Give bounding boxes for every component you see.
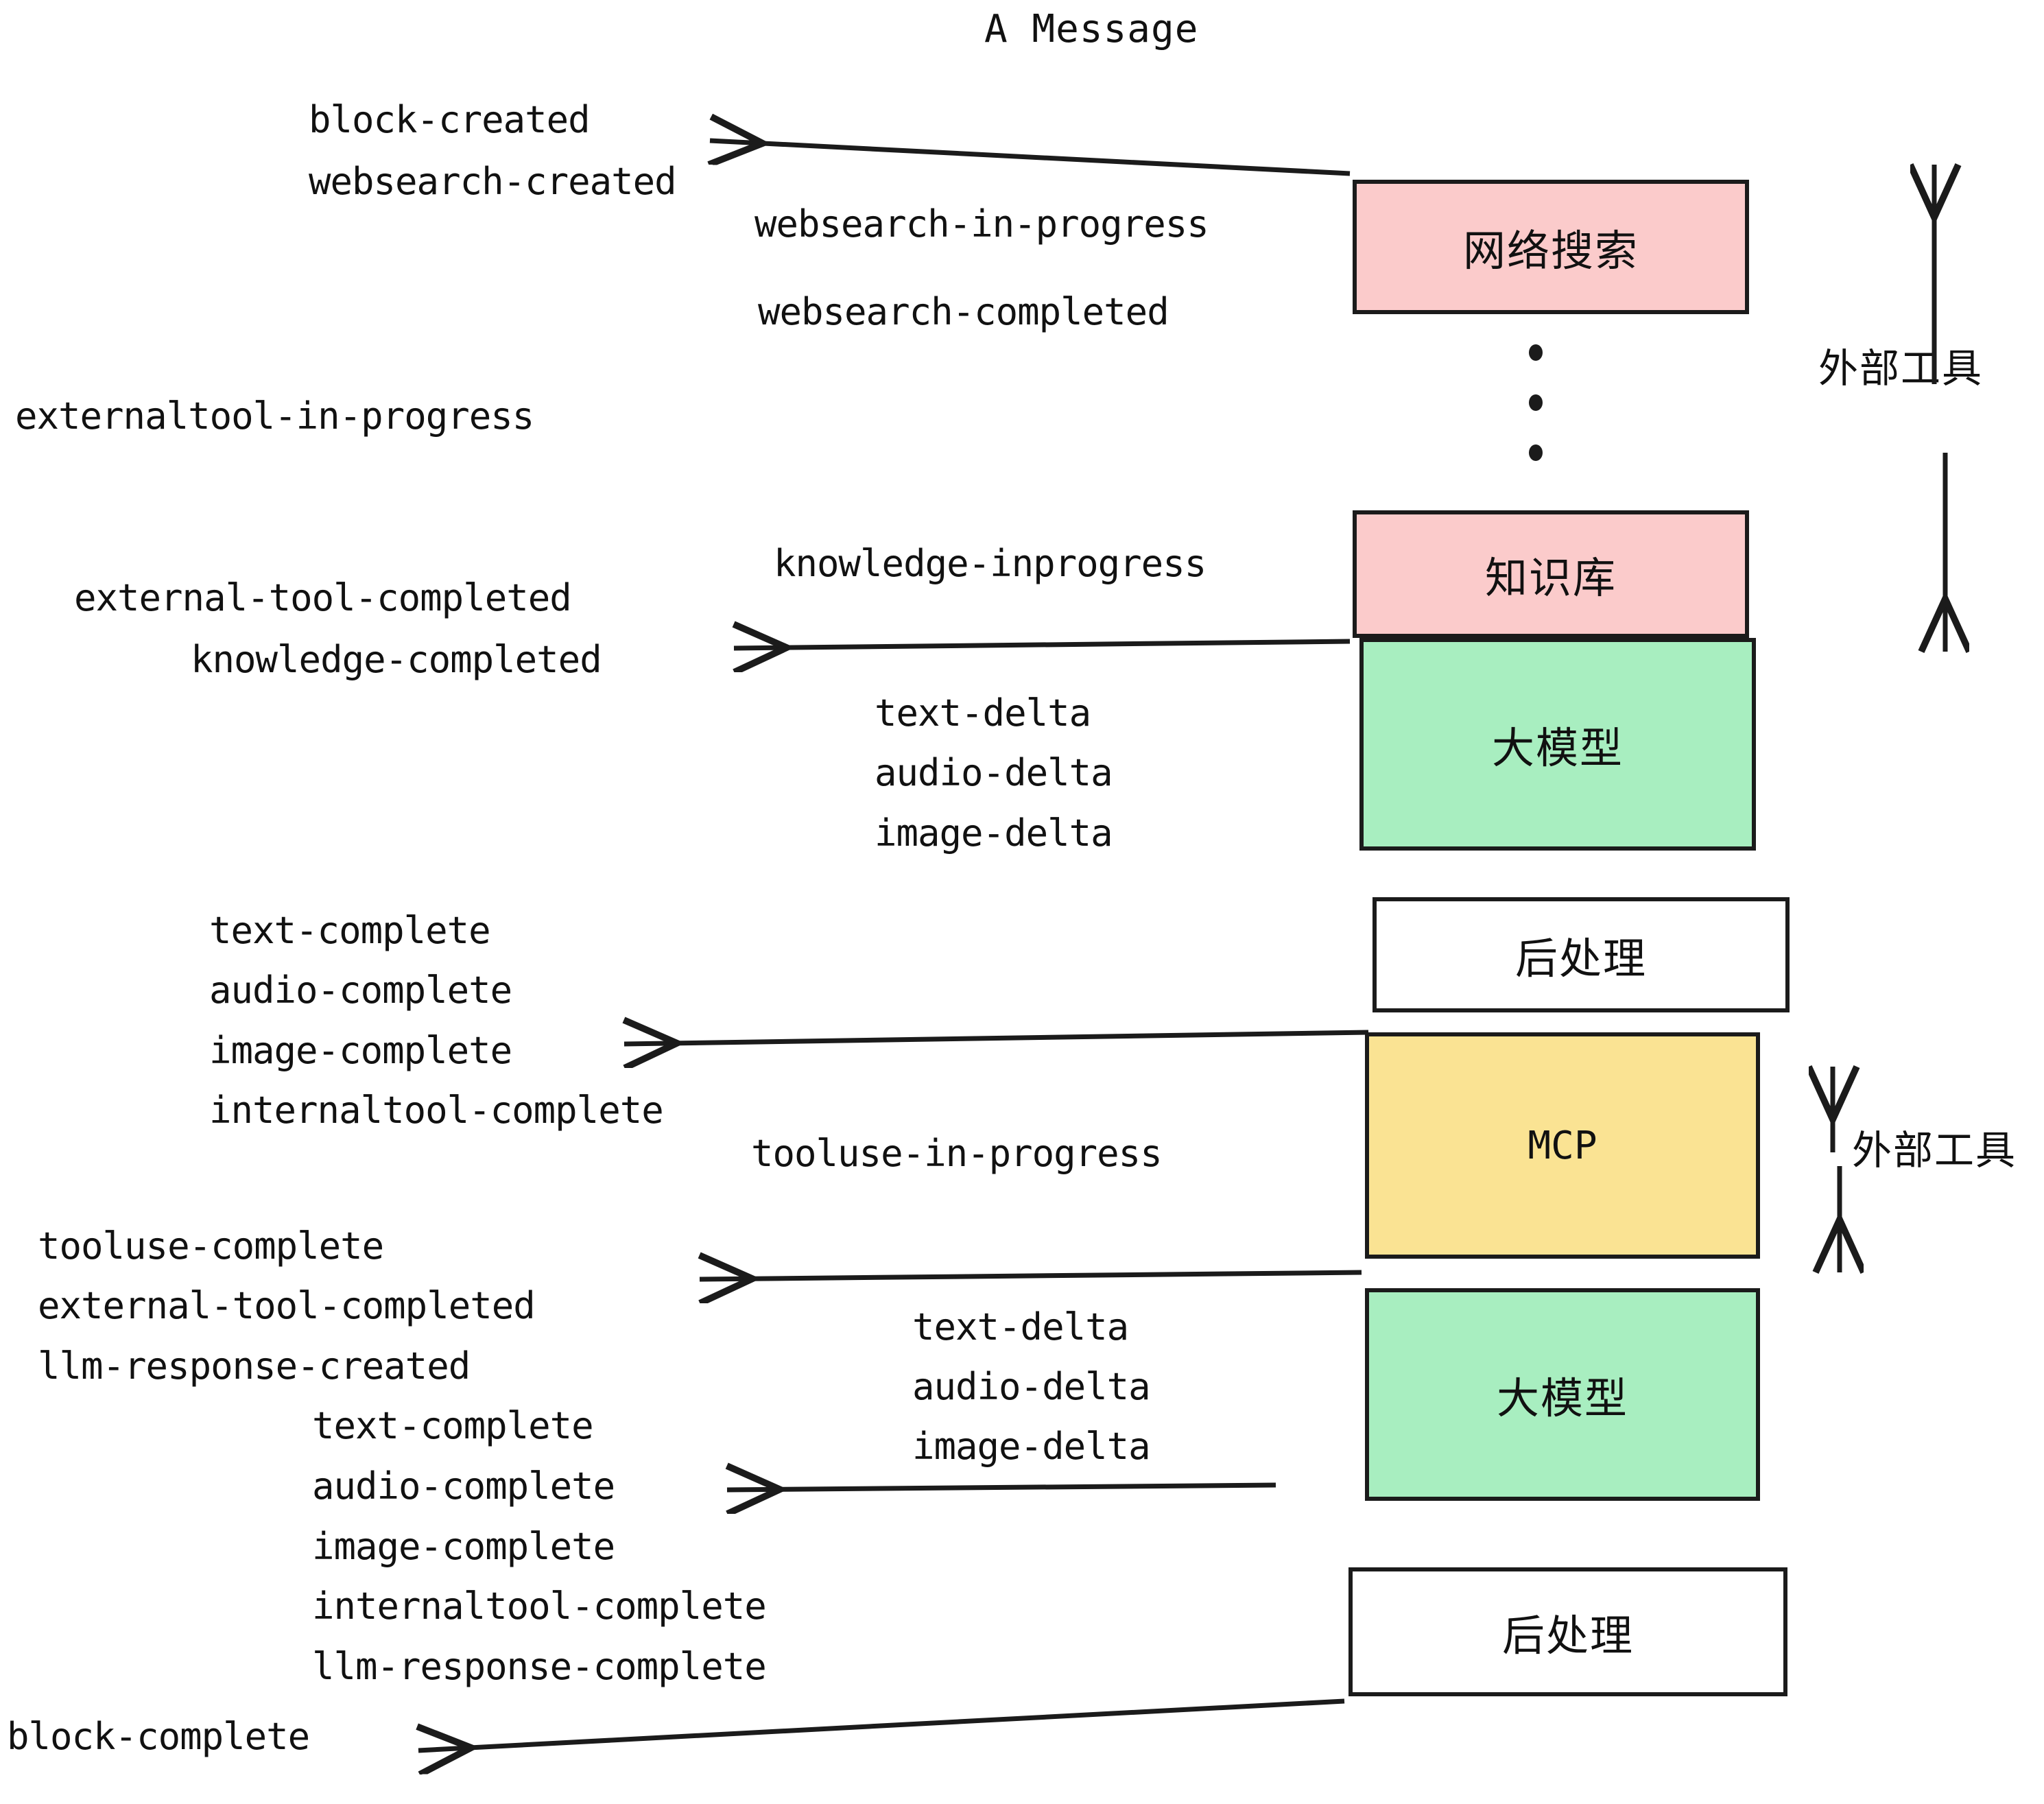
box-llm-first: 大模型 — [1359, 638, 1756, 851]
event-llm-response-complete: llm-response-complete — [312, 1645, 767, 1688]
event-audio-complete-second: audio-complete — [312, 1464, 615, 1508]
box-postprocess-second: 后处理 — [1348, 1567, 1787, 1696]
box-postprocess-first-label: 后处理 — [1514, 934, 1647, 984]
group-label-external-tools-bottom: 外部工具 — [1852, 1127, 2017, 1174]
event-image-delta-first: image-delta — [875, 811, 1113, 855]
event-text-complete-first: text-complete — [209, 909, 491, 952]
event-tooluse-in-progress: tooluse-in-progress — [751, 1132, 1163, 1175]
box-knowledge-label: 知识库 — [1484, 553, 1617, 603]
event-knowledge-completed: knowledge-completed — [191, 638, 602, 681]
ellipsis-dot — [1529, 444, 1543, 461]
event-block-created: block-created — [309, 98, 591, 141]
event-websearch-completed: websearch-completed — [758, 290, 1169, 333]
event-image-delta-second: image-delta — [912, 1425, 1151, 1468]
event-knowledge-inprogress: knowledge-inprogress — [774, 542, 1207, 585]
event-internaltool-complete-first: internaltool-complete — [209, 1089, 664, 1132]
box-websearch: 网络搜索 — [1353, 180, 1749, 314]
ellipsis-dot — [1529, 344, 1543, 361]
event-audio-delta-second: audio-delta — [912, 1365, 1151, 1408]
box-mcp-label: MCP — [1528, 1123, 1597, 1168]
event-text-delta-first: text-delta — [875, 691, 1091, 735]
event-image-complete-second: image-complete — [312, 1525, 615, 1568]
vertical-ellipsis — [1528, 344, 1544, 461]
event-websearch-created: websearch-created — [309, 160, 677, 203]
event-externaltool-in-progress: externaltool-in-progress — [15, 394, 534, 438]
box-llm-second: 大模型 — [1365, 1288, 1760, 1501]
arrow-postprocess-second-to-block-complete — [418, 1698, 1345, 1750]
box-mcp: MCP — [1365, 1032, 1760, 1259]
arrow-postprocess-first-to-image-complete — [624, 1032, 1369, 1044]
box-postprocess-second-label: 后处理 — [1501, 1611, 1634, 1661]
event-internaltool-complete-second: internaltool-complete — [312, 1585, 767, 1628]
page-title: A Message — [984, 7, 1199, 51]
event-audio-complete-first: audio-complete — [209, 969, 512, 1012]
event-block-complete: block-complete — [7, 1715, 310, 1758]
ellipsis-dot — [1529, 394, 1543, 411]
event-external-tool-completed-second: external-tool-completed — [38, 1284, 536, 1327]
event-text-complete-second: text-complete — [312, 1404, 594, 1447]
arrow-websearch-to-created — [710, 141, 1351, 176]
arrow-knowledge-to-completed — [734, 641, 1351, 648]
event-tooluse-complete: tooluse-complete — [38, 1224, 384, 1268]
event-audio-delta-first: audio-delta — [875, 751, 1113, 794]
event-llm-response-created: llm-response-created — [38, 1344, 471, 1388]
arrow-mcp-to-tooluse-complete — [700, 1272, 1362, 1279]
event-external-tool-completed-first: external-tool-completed — [74, 576, 572, 619]
box-llm-second-label: 大模型 — [1496, 1373, 1628, 1423]
arrow-llm-second-to-audio-complete — [727, 1485, 1276, 1490]
box-knowledge: 知识库 — [1353, 510, 1749, 638]
box-websearch-label: 网络搜索 — [1462, 226, 1639, 276]
box-llm-first-label: 大模型 — [1491, 723, 1624, 773]
box-postprocess-first: 后处理 — [1372, 897, 1790, 1012]
event-websearch-in-progress: websearch-in-progress — [754, 202, 1209, 246]
event-text-delta-second: text-delta — [912, 1305, 1129, 1349]
event-image-complete-first: image-complete — [209, 1029, 512, 1072]
group-label-external-tools-top: 外部工具 — [1818, 345, 1984, 392]
